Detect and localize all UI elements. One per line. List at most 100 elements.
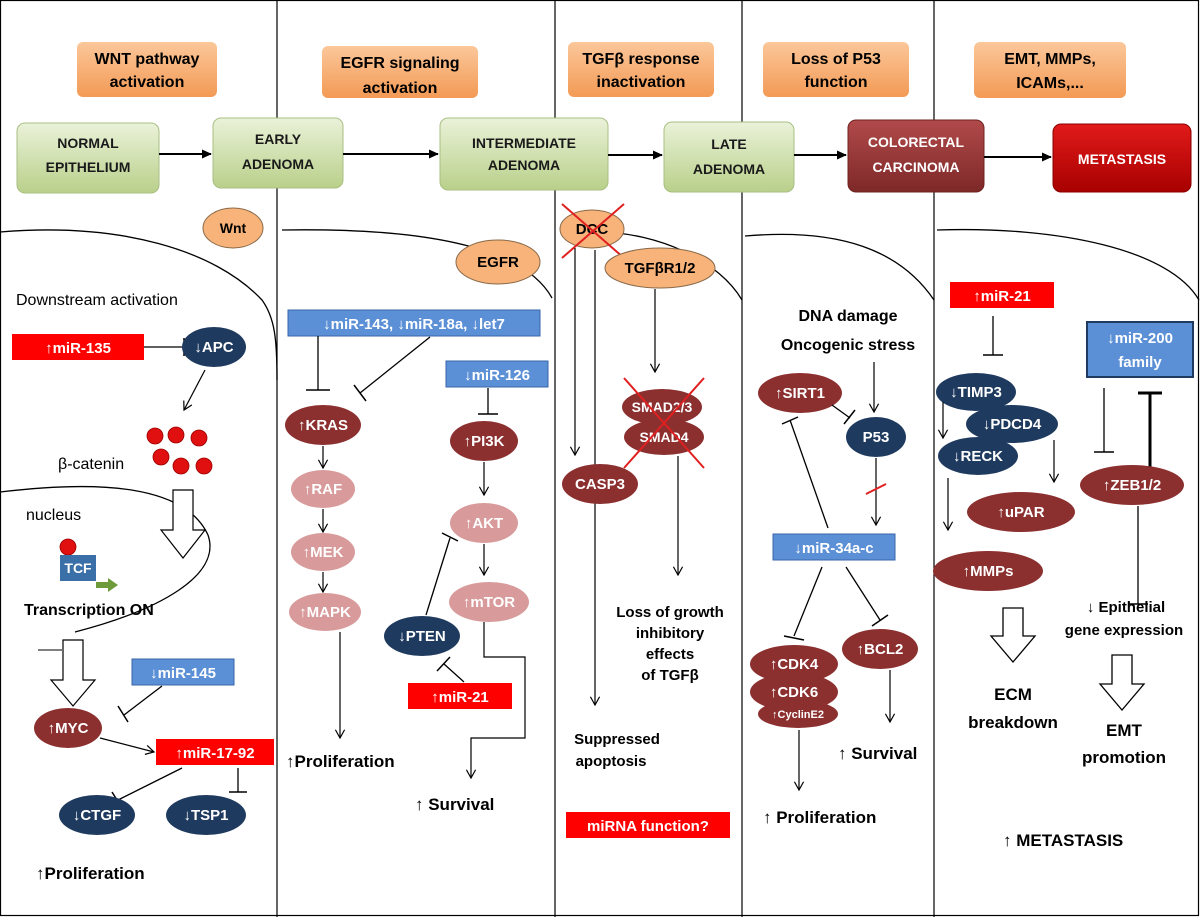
header-emt: EMT, MMPs, ICAMs,... — [974, 42, 1126, 98]
zeb-label: ↑ZEB1/2 — [1103, 477, 1161, 494]
pdcd4-label: ↓PDCD4 — [983, 416, 1042, 433]
wnt-receptor — [202, 207, 264, 249]
svg-text:apoptosis: apoptosis — [576, 753, 647, 770]
svg-text:EMT: EMT — [1106, 721, 1143, 740]
ecm-arrow — [989, 607, 1037, 664]
mir-145-box — [131, 658, 235, 686]
smad4-label: SMAD4 — [639, 429, 688, 445]
svg-text:Suppressed: Suppressed — [574, 731, 660, 748]
svg-text:effects: effects — [646, 646, 694, 663]
mek-node — [291, 533, 355, 571]
svg-text:↑miR-21: ↑miR-21 — [431, 689, 489, 706]
svg-text:miRNA function?: miRNA function? — [587, 818, 709, 835]
svg-text:EMT, MMPs,: EMT, MMPs, — [1004, 51, 1096, 68]
mir-200-line1: ↓miR-200 — [1107, 330, 1173, 347]
sirt1-node — [758, 373, 842, 413]
pten-node — [384, 616, 460, 656]
svg-text:↓PTEN: ↓PTEN — [398, 628, 446, 645]
header-egfr-line1: EGFR signaling — [340, 55, 459, 72]
emt-arrow — [1098, 654, 1146, 712]
tcf-label: TCF — [64, 560, 92, 576]
stage-row: NORMAL EPITHELIUM EARLY ADENOMA INTERMED… — [16, 117, 1192, 194]
svg-text:METASTASIS: METASTASIS — [1078, 151, 1166, 167]
svg-text:↓APC: ↓APC — [194, 339, 233, 356]
loss-growth-line3: effects — [646, 646, 694, 663]
svg-text:gene expression: gene expression — [1065, 622, 1183, 639]
cdk4-node — [750, 645, 838, 683]
svg-text:↑miR-17-92: ↑miR-17-92 — [175, 745, 254, 762]
egfr-mir-21-label: ↑miR-21 — [431, 689, 489, 706]
dcc-loss-cross-icon — [561, 203, 625, 259]
mir-135-label: ↑miR-135 — [45, 340, 111, 357]
svg-text:↑ Survival: ↑ Survival — [838, 744, 917, 763]
myc-node — [34, 708, 102, 748]
svg-text:function: function — [804, 74, 867, 91]
svg-text:↑uPAR: ↑uPAR — [997, 504, 1044, 521]
svg-text:↓miR-200: ↓miR-200 — [1107, 330, 1173, 347]
svg-text:breakdown: breakdown — [968, 713, 1058, 732]
svg-text:ICAMs,...: ICAMs,... — [1016, 75, 1084, 92]
stage-metastasis: METASTASIS — [1052, 123, 1192, 193]
timp3-label: ↓TIMP3 — [950, 384, 1002, 401]
epithelial-line1: ↓ Epithelial — [1087, 599, 1165, 616]
kras-label: ↑KRAS — [298, 417, 348, 434]
stage-carcinoma-line2: CARCINOMA — [872, 159, 959, 175]
svg-text:Oncogenic stress: Oncogenic stress — [781, 337, 915, 354]
header-egfr-line2: activation — [363, 80, 438, 97]
stage-metastasis-line1: METASTASIS — [1078, 151, 1166, 167]
mmps-label: ↑MMPs — [963, 563, 1014, 580]
header-p53-line2: function — [804, 74, 867, 91]
svg-text:ADENOMA: ADENOMA — [242, 156, 314, 172]
header-tgfb-line1: TGFβ response — [582, 51, 699, 68]
svg-text:↑MYC: ↑MYC — [48, 720, 89, 737]
svg-text:promotion: promotion — [1082, 748, 1166, 767]
header-tgfb: TGFβ response inactivation — [568, 42, 714, 97]
svg-text:activation: activation — [363, 80, 438, 97]
emt-promo-line1: EMT — [1106, 721, 1143, 740]
pten-label: ↓PTEN — [398, 628, 446, 645]
svg-text:of TGFβ: of TGFβ — [641, 667, 698, 684]
casp3-label: CASP3 — [575, 476, 625, 493]
upar-node — [967, 492, 1075, 532]
header-tgfb-line2: inactivation — [597, 74, 686, 91]
svg-text:↑CDK4: ↑CDK4 — [770, 656, 819, 673]
tcf-bead — [59, 538, 77, 556]
mir-200-box — [1086, 321, 1194, 378]
ctgf-label: ↓CTGF — [73, 807, 121, 824]
stage-late-adenoma: LATE ADENOMA — [663, 121, 795, 193]
egfr-receptor-label: EGFR — [477, 254, 519, 271]
timp3-node — [936, 373, 1016, 411]
cyclin-e2-label: ↑CyclinE2 — [772, 709, 824, 721]
svg-text:Wnt: Wnt — [220, 220, 247, 236]
cdk4-label: ↑CDK4 — [770, 656, 819, 673]
transcription-arrow-icon — [96, 578, 118, 592]
akt-label: ↑AKT — [465, 515, 503, 532]
stage-normal-line2: EPITHELIUM — [46, 159, 131, 175]
header-p53: Loss of P53 function — [763, 42, 909, 97]
mirna-function-label: miRNA function? — [587, 818, 709, 835]
svg-text:COLORECTAL: COLORECTAL — [868, 134, 965, 150]
stage-early-line2: ADENOMA — [242, 156, 314, 172]
mir-145-label: ↓miR-145 — [150, 665, 216, 682]
header-egfr: EGFR signaling activation — [322, 46, 478, 98]
mtor-label: ↑mTOR — [463, 594, 515, 611]
downstream-activation-label: Downstream activation — [16, 292, 178, 309]
svg-text:↑ Survival: ↑ Survival — [415, 795, 494, 814]
dna-damage-label: DNA damage — [799, 308, 898, 325]
header-wnt: WNT pathway activation — [77, 42, 217, 97]
wnt-receptor-label: Wnt — [220, 220, 247, 236]
svg-text:INTERMEDIATE: INTERMEDIATE — [472, 135, 576, 151]
svg-text:Loss of growth: Loss of growth — [616, 604, 724, 621]
metastasis-outcome-label: ↑ METASTASIS — [1003, 831, 1123, 850]
svg-text:LATE: LATE — [711, 136, 747, 152]
raf-label: ↑RAF — [304, 481, 342, 498]
mir-126-box — [445, 360, 549, 388]
bcl2-label: ↑BCL2 — [857, 641, 904, 658]
emt-column: ↑miR-21 ↓miR-200 family ↓TIMP3 ↓PDCD4 ↓R… — [933, 282, 1194, 850]
p53-proliferation-label: ↑ Proliferation — [763, 808, 876, 827]
egfr-proliferation-label: ↑Proliferation — [286, 752, 395, 771]
apc-node — [182, 327, 246, 367]
nuclear-entry-arrow — [159, 489, 207, 559]
svg-text:DNA damage: DNA damage — [799, 308, 898, 325]
svg-text:↑AKT: ↑AKT — [465, 515, 503, 532]
